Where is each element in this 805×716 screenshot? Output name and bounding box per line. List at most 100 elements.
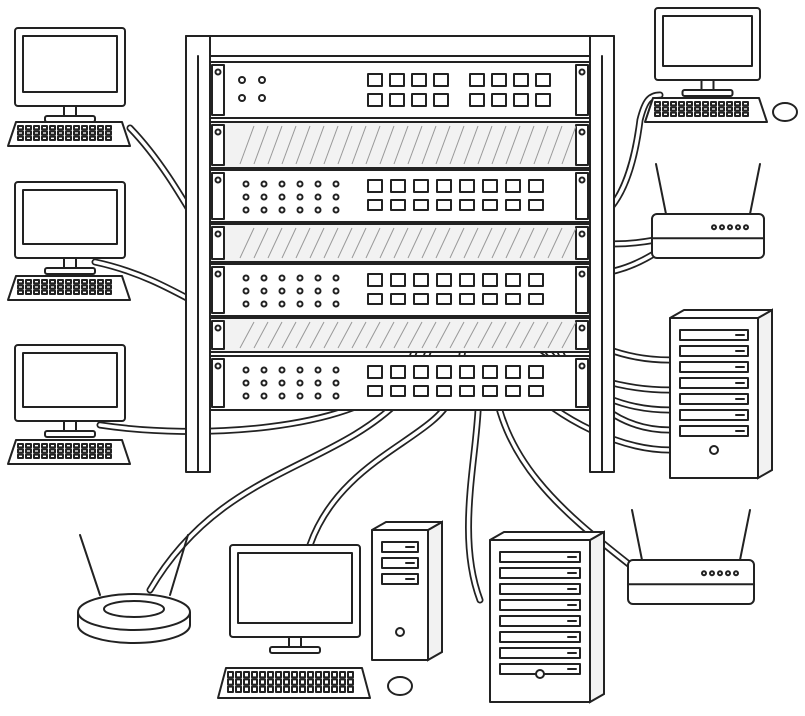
drive-bay xyxy=(499,599,581,611)
ethernet-port xyxy=(505,293,521,305)
mouse-icon xyxy=(772,102,798,122)
rack-ear xyxy=(575,266,589,314)
key xyxy=(81,284,88,290)
ethernet-port xyxy=(411,93,427,107)
key xyxy=(73,125,80,131)
ethernet-port xyxy=(513,73,529,87)
key xyxy=(33,284,40,290)
key xyxy=(57,135,64,142)
ethernet-port xyxy=(413,365,429,379)
drive-bay xyxy=(381,541,419,553)
workstation-top-right xyxy=(654,7,761,97)
key xyxy=(670,106,677,112)
key xyxy=(251,678,258,686)
key xyxy=(105,130,112,136)
ethernet-port xyxy=(367,179,383,193)
ethernet-port xyxy=(482,293,498,305)
drive-bay xyxy=(679,377,749,389)
key xyxy=(25,130,32,136)
key xyxy=(742,106,749,112)
rack-ear xyxy=(575,358,589,408)
key xyxy=(710,101,717,107)
ethernet-port xyxy=(390,199,406,211)
ethernet-port xyxy=(491,73,507,87)
ethernet-port xyxy=(491,93,507,107)
key xyxy=(73,130,80,136)
led-icon xyxy=(296,193,304,201)
antenna-icon xyxy=(631,509,643,561)
key xyxy=(283,678,290,686)
ethernet-port xyxy=(482,199,498,211)
key xyxy=(654,111,661,117)
key xyxy=(315,671,322,679)
key xyxy=(57,453,64,459)
antenna-icon xyxy=(749,163,761,215)
antenna-icon xyxy=(739,509,751,561)
key xyxy=(662,106,669,112)
key xyxy=(49,453,56,459)
key xyxy=(267,678,274,686)
ethernet-port xyxy=(413,273,429,287)
key xyxy=(307,678,314,686)
router-icon xyxy=(651,213,765,259)
key xyxy=(81,135,88,142)
ethernet-port xyxy=(505,273,521,287)
led-icon xyxy=(701,570,707,577)
key xyxy=(734,111,741,117)
ethernet-port xyxy=(390,365,406,379)
key xyxy=(65,284,72,290)
key xyxy=(694,101,701,107)
ethernet-port xyxy=(390,179,406,193)
power-button-icon xyxy=(395,627,405,637)
key xyxy=(307,671,314,679)
ethernet-port xyxy=(505,199,521,211)
key xyxy=(678,101,685,107)
led-icon xyxy=(725,570,731,577)
ethernet-port xyxy=(482,179,498,193)
key xyxy=(323,685,330,694)
key xyxy=(89,284,96,290)
key xyxy=(726,106,733,112)
rack-unit-blank-panel xyxy=(209,317,591,353)
ethernet-port xyxy=(528,179,544,193)
led-icon xyxy=(260,193,268,201)
led-icon xyxy=(314,366,322,374)
power-button-icon xyxy=(535,669,545,679)
led-icon xyxy=(242,379,250,387)
key xyxy=(17,289,24,295)
keyboard-left-2 xyxy=(7,275,131,301)
ethernet-port xyxy=(436,199,452,211)
key xyxy=(41,135,48,142)
router-right xyxy=(651,163,765,259)
key xyxy=(33,453,40,459)
key xyxy=(89,135,96,142)
led-icon xyxy=(332,287,340,295)
rack-unit-switch xyxy=(209,355,591,411)
server-rack xyxy=(185,35,615,473)
tower-top xyxy=(371,521,443,531)
key xyxy=(323,671,330,679)
key xyxy=(33,448,40,454)
led-icon xyxy=(743,224,749,231)
key xyxy=(57,284,64,290)
led-icon xyxy=(332,206,340,214)
key xyxy=(33,443,40,449)
key xyxy=(654,106,661,112)
key xyxy=(25,448,32,454)
led-icon xyxy=(238,76,246,84)
key xyxy=(299,671,306,679)
key xyxy=(49,125,56,131)
monitor-stand xyxy=(63,105,77,117)
drive-bay xyxy=(679,361,749,373)
led-icon xyxy=(260,180,268,188)
key xyxy=(41,448,48,454)
key xyxy=(97,135,104,142)
key xyxy=(33,289,40,295)
ethernet-port xyxy=(459,293,475,305)
led-icon xyxy=(260,392,268,400)
key xyxy=(17,443,24,449)
key xyxy=(347,671,354,679)
led-icon xyxy=(717,570,723,577)
ethernet-port xyxy=(436,365,452,379)
monitor-screen xyxy=(237,552,353,624)
